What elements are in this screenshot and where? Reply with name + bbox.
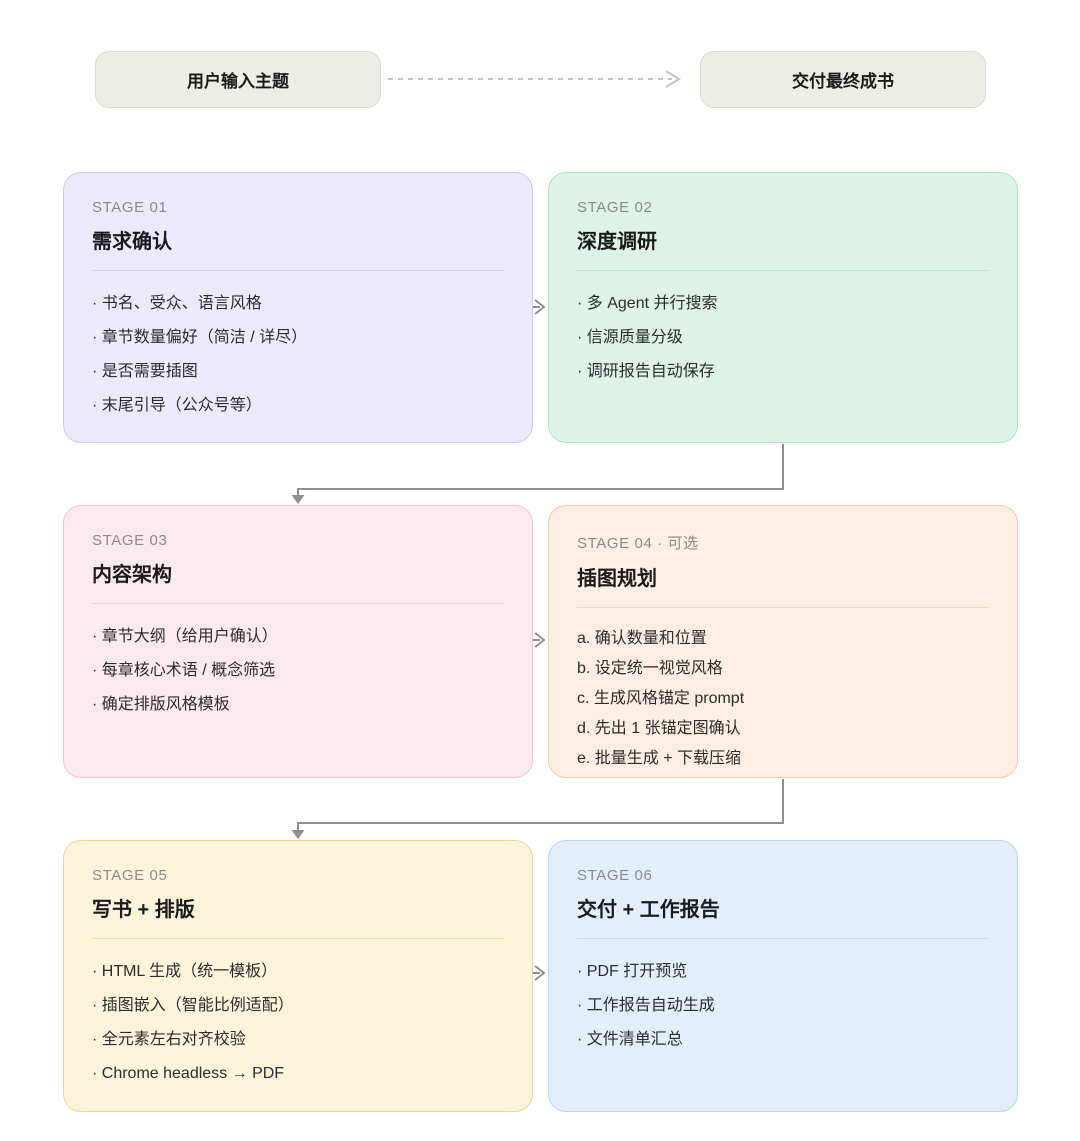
- stage-item: · HTML 生成（统一模板）: [92, 963, 278, 980]
- divider: [92, 938, 504, 939]
- divider: [577, 938, 989, 939]
- stage-item: · Chrome headless → PDF: [92, 1065, 285, 1082]
- dashed-arrow-start-to-end: [388, 70, 681, 88]
- stage-item-list: · PDF 打开预览 · 工作报告自动生成 · 文件清单汇总: [577, 955, 989, 1057]
- stage-item-list: · 多 Agent 并行搜索 · 信源质量分级 · 调研报告自动保存: [577, 287, 989, 389]
- stage-item: · PDF 打开预览: [577, 963, 688, 980]
- arrow-stage02-to-stage03: [291, 444, 784, 504]
- stage-title: 插图规划: [577, 568, 657, 590]
- flow-start-pill: 用户输入主题: [95, 51, 381, 108]
- stage-card-06: STAGE 06 交付 + 工作报告 · PDF 打开预览 · 工作报告自动生成…: [548, 840, 1018, 1112]
- stage-label: STAGE 06: [577, 867, 653, 884]
- stage-item-list: a. 确认数量和位置 b. 设定统一视觉风格 c. 生成风格锚定 prompt …: [577, 624, 989, 774]
- stage-item: · 确定排版风格模板: [92, 696, 230, 713]
- divider: [92, 270, 504, 271]
- divider: [577, 607, 989, 608]
- stage-item: · 调研报告自动保存: [577, 363, 715, 380]
- stage-item: · 书名、受众、语言风格: [92, 295, 262, 312]
- stage-item: · 信源质量分级: [577, 329, 683, 346]
- stage-label: STAGE 03: [92, 532, 168, 549]
- stage-item: · 章节大纲（给用户确认）: [92, 628, 278, 645]
- stage-item: · 工作报告自动生成: [577, 997, 715, 1014]
- stage-item: · 末尾引导（公众号等）: [92, 397, 262, 414]
- stage-item-list: · 书名、受众、语言风格 · 章节数量偏好（简洁 / 详尽） · 是否需要插图 …: [92, 287, 504, 423]
- stage-card-04: STAGE 04 · 可选 插图规划 a. 确认数量和位置 b. 设定统一视觉风…: [548, 505, 1018, 778]
- stage-item: c. 生成风格锚定 prompt: [577, 690, 745, 707]
- stage-title: 内容架构: [92, 564, 172, 586]
- stage-label: STAGE 02: [577, 199, 653, 216]
- stage-item: · 章节数量偏好（简洁 / 详尽）: [92, 329, 308, 346]
- stage-card-03: STAGE 03 内容架构 · 章节大纲（给用户确认） · 每章核心术语 / 概…: [63, 505, 533, 778]
- stage-item-list: · 章节大纲（给用户确认） · 每章核心术语 / 概念筛选 · 确定排版风格模板: [92, 620, 504, 722]
- stage-title: 交付 + 工作报告: [577, 899, 720, 921]
- flow-end-label: 交付最终成书: [792, 72, 894, 91]
- stage-item: · 文件清单汇总: [577, 1031, 683, 1048]
- stage-title: 需求确认: [92, 231, 172, 253]
- divider: [577, 270, 989, 271]
- stage-item: · 全元素左右对齐校验: [92, 1031, 246, 1048]
- stage-item: · 每章核心术语 / 概念筛选: [92, 662, 276, 679]
- stage-label: STAGE 05: [92, 867, 168, 884]
- stage-card-02: STAGE 02 深度调研 · 多 Agent 并行搜索 · 信源质量分级 · …: [548, 172, 1018, 443]
- flow-start-label: 用户输入主题: [187, 72, 289, 91]
- stage-label: STAGE 04 · 可选: [577, 535, 699, 552]
- arrow-stage04-to-stage05: [291, 779, 784, 839]
- stage-item: · 是否需要插图: [92, 363, 198, 380]
- stage-item: d. 先出 1 张锚定图确认: [577, 720, 741, 737]
- divider: [92, 603, 504, 604]
- stage-item: a. 确认数量和位置: [577, 630, 707, 647]
- stage-item: e. 批量生成 + 下载压缩: [577, 750, 742, 767]
- stage-card-05: STAGE 05 写书 + 排版 · HTML 生成（统一模板） · 插图嵌入（…: [63, 840, 533, 1112]
- stage-item: · 插图嵌入（智能比例适配）: [92, 997, 294, 1014]
- stage-title: 写书 + 排版: [92, 899, 195, 921]
- stage-item-list: · HTML 生成（统一模板） · 插图嵌入（智能比例适配） · 全元素左右对齐…: [92, 955, 504, 1091]
- stage-label: STAGE 01: [92, 199, 168, 216]
- stage-item: b. 设定统一视觉风格: [577, 660, 723, 677]
- stage-card-01: STAGE 01 需求确认 · 书名、受众、语言风格 · 章节数量偏好（简洁 /…: [63, 172, 533, 443]
- stage-title: 深度调研: [577, 231, 657, 253]
- flow-end-pill: 交付最终成书: [700, 51, 986, 108]
- stage-item: · 多 Agent 并行搜索: [577, 295, 718, 312]
